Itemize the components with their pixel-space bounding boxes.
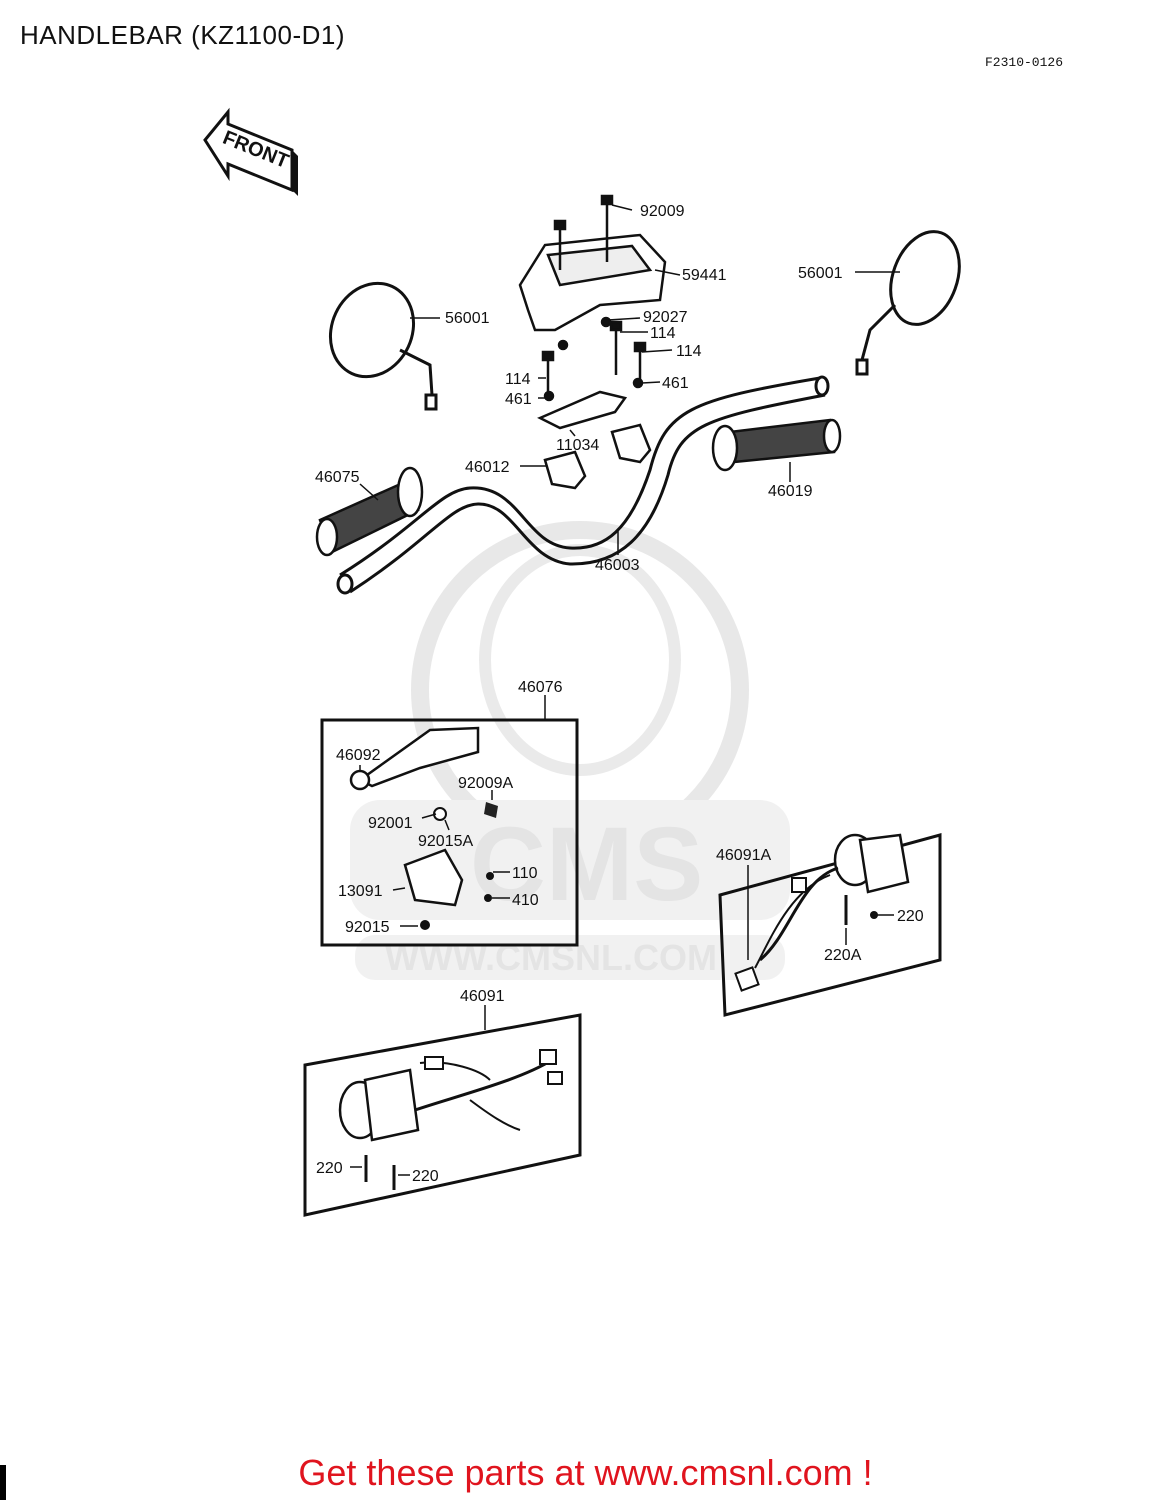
part-label-92009: 92009 [640,203,685,220]
part-label-114-a: 114 [650,325,676,342]
part-label-56001-right: 56001 [798,265,843,282]
left-mirror [328,281,438,411]
part-label-220A: 220A [824,947,862,964]
part-label-46003: 46003 [595,557,640,574]
part-label-46012: 46012 [465,459,510,476]
part-label-92027: 92027 [643,309,688,326]
clamp-plate [537,390,652,490]
footer: Get these parts at www.cmsnl.com ! [0,1452,1171,1494]
part-label-46075: 46075 [315,469,360,486]
part-label-13091: 13091 [338,883,383,900]
handlebar-cover [518,205,667,332]
page-title: HANDLEBAR (KZ1100-D1) [20,20,346,50]
diagram-code: F2310-0126 [985,55,1064,70]
part-label-46091A: 46091A [716,847,771,864]
part-label-92001: 92001 [368,815,413,832]
right-switch-box [718,833,942,1017]
handlebar-tube [336,375,830,595]
part-label-46019: 46019 [768,483,813,500]
part-label-220-right: 220 [897,908,924,925]
part-label-92015: 92015 [345,919,390,936]
part-label-110: 110 [512,865,538,882]
front-arrow-icon: FRONT [203,107,298,196]
leader-lines [350,204,900,1176]
part-label-46091: 46091 [460,988,505,1005]
part-label-461-a: 461 [662,375,689,392]
part-label-92015A: 92015A [418,833,473,850]
lever-assembly-box [320,718,579,947]
part-label-92009A: 92009A [458,775,513,792]
part-label-59441: 59441 [682,267,727,284]
part-label-220-left-1: 220 [316,1160,343,1177]
right-grip [711,418,842,472]
part-label-11034: 11034 [556,437,599,454]
watermark-brand: CMS [470,806,703,923]
part-label-461-b: 461 [505,391,532,408]
part-label-220-left-2: 220 [412,1168,439,1185]
footer-link[interactable]: Get these parts at www.cmsnl.com ! [298,1452,873,1493]
left-grip [315,466,424,557]
right-mirror [855,230,961,376]
part-label-46092: 46092 [336,747,381,764]
left-switch-box [303,1013,582,1217]
part-label-410: 410 [512,892,539,909]
part-label-46076: 46076 [518,679,563,696]
part-label-114-b: 114 [676,343,702,360]
edge-mark [0,1465,6,1500]
part-label-114-c: 114 [505,371,531,388]
watermark-url: WWW.CMSNL.COM [385,937,717,978]
part-label-56001-left: 56001 [445,310,490,327]
parts-diagram: CMS WWW.CMSNL.COM FRONT [203,107,961,1217]
